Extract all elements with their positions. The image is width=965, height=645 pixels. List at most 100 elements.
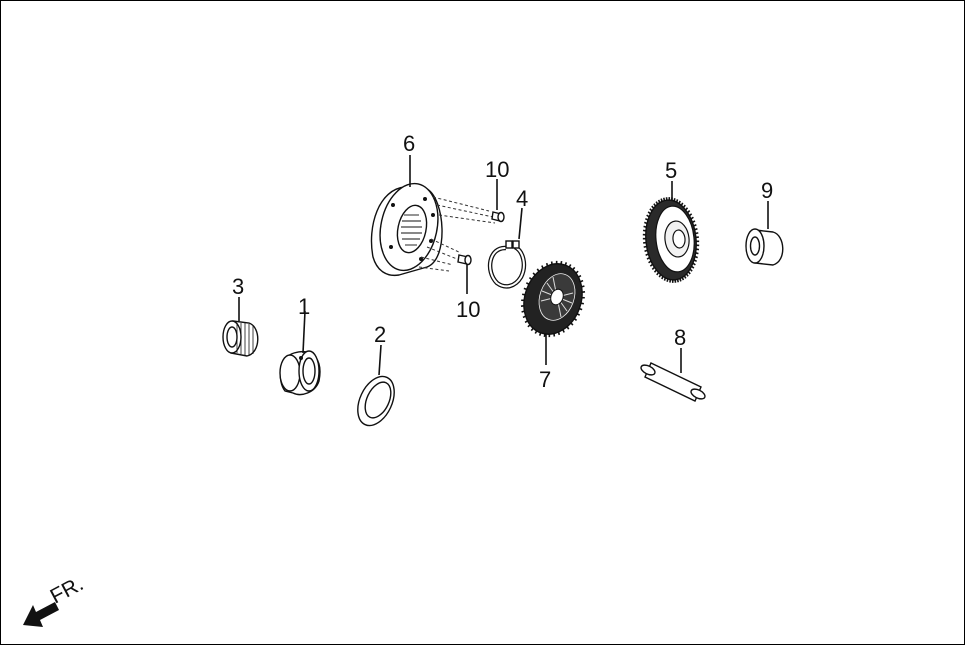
- gear-tooth: [676, 279, 679, 283]
- part-2-thrust-washer[interactable]: [351, 371, 402, 432]
- part-7-gear[interactable]: [514, 256, 591, 343]
- gear-tooth: [651, 205, 655, 209]
- gear-tooth: [560, 260, 563, 265]
- gear-tooth: [663, 197, 666, 201]
- gear-tooth: [534, 330, 538, 334]
- gear-tooth: [524, 320, 529, 324]
- gear-tooth: [690, 216, 694, 220]
- part-10-screw-lower[interactable]: [457, 254, 472, 266]
- gear-tooth: [651, 266, 656, 270]
- gear-tooth: [657, 199, 661, 204]
- gear-tooth: [692, 262, 696, 266]
- callout-3: 3: [232, 274, 244, 299]
- gear-tooth: [521, 293, 526, 296]
- gear-tooth: [661, 276, 664, 280]
- part-3-needle-bearing[interactable]: [222, 320, 259, 357]
- gear-tooth: [688, 213, 693, 217]
- gear-tooth: [673, 198, 676, 202]
- gear-tooth: [557, 331, 561, 336]
- gear-tooth: [646, 256, 651, 260]
- gear-tooth: [572, 266, 576, 271]
- part-5-driven-gear[interactable]: [642, 198, 700, 283]
- gear-tooth: [528, 276, 533, 281]
- gear-tooth: [644, 217, 649, 221]
- gear-tooth: [642, 229, 647, 232]
- callout-1: 1: [298, 294, 310, 319]
- part-4-circlip[interactable]: [487, 240, 527, 289]
- gear-tooth: [644, 221, 648, 225]
- gear-tooth: [573, 317, 578, 322]
- gear-tooth: [538, 332, 542, 336]
- gear-tooth: [576, 313, 581, 316]
- gear-tooth: [655, 201, 659, 205]
- gear-tooth: [523, 287, 527, 291]
- gear-tooth: [695, 252, 699, 255]
- front-label: FR.: [47, 572, 88, 608]
- gear-tooth: [660, 198, 663, 202]
- gear-tooth: [649, 263, 654, 267]
- callout-5: 5: [665, 158, 677, 183]
- gear-tooth: [564, 262, 568, 266]
- gear-tooth: [685, 207, 689, 211]
- gear-tooth: [522, 315, 527, 319]
- callout-6: 6: [403, 131, 415, 156]
- gear-tooth: [680, 202, 684, 206]
- gear-tooth: [545, 262, 549, 267]
- part-8-shaft[interactable]: [640, 362, 707, 402]
- gear-tooth: [653, 203, 657, 207]
- gear-tooth: [682, 204, 686, 209]
- gear-tooth: [691, 265, 695, 269]
- gear-tooth: [581, 285, 585, 288]
- gear-tooth: [577, 274, 582, 278]
- part-9-bushing[interactable]: [745, 228, 784, 266]
- gear-tooth: [527, 324, 531, 328]
- callout-2: 2: [374, 322, 386, 347]
- gear-tooth: [536, 268, 540, 272]
- gear-tooth: [543, 333, 546, 338]
- gear-tooth: [679, 278, 682, 282]
- gear-tooth: [646, 214, 650, 218]
- callout-7: 7: [539, 367, 551, 392]
- gear-tooth: [521, 310, 525, 313]
- gear-tooth: [687, 271, 691, 275]
- gear-tooth: [643, 225, 647, 228]
- part-7-gear-teeth: [520, 260, 586, 338]
- gear-tooth: [694, 228, 698, 231]
- gear-tooth: [694, 255, 698, 259]
- part-1-collar[interactable]: [279, 350, 321, 396]
- gear-tooth: [663, 277, 667, 281]
- gear-tooth: [566, 326, 570, 330]
- gear-tooth: [686, 210, 691, 214]
- gear-tooth: [645, 253, 649, 256]
- callout-8: 8: [674, 325, 686, 350]
- gear-tooth: [678, 200, 681, 204]
- part-10-screw-upper[interactable]: [491, 211, 505, 223]
- gear-tooth: [695, 232, 699, 235]
- gear-tooth: [693, 224, 697, 227]
- gear-tooth: [541, 265, 544, 269]
- part-5-gear-teeth: [642, 197, 700, 283]
- part-6-housing[interactable]: [370, 178, 445, 277]
- leader-lines: [238, 155, 769, 376]
- gear-tooth: [656, 271, 660, 276]
- gear-tooth: [658, 274, 662, 278]
- gear-tooth: [579, 307, 583, 311]
- gear-tooth: [575, 270, 579, 274]
- gear-tooth: [643, 245, 647, 248]
- gear-tooth: [530, 327, 534, 332]
- gear-tooth: [689, 268, 693, 272]
- gear-tooth: [666, 278, 669, 282]
- gear-tooth: [683, 275, 687, 279]
- assembly-guide-lines: [418, 196, 496, 272]
- gear-tooth: [579, 279, 584, 283]
- gear-tooth: [685, 273, 689, 277]
- gear-tooth: [570, 322, 574, 326]
- gear-tooth: [693, 259, 698, 263]
- gear-tooth: [644, 249, 648, 252]
- front-direction-indicator: FR.: [23, 572, 87, 627]
- callout-4: 4: [516, 186, 528, 211]
- gear-tooth: [647, 211, 651, 215]
- gear-tooth: [525, 282, 530, 285]
